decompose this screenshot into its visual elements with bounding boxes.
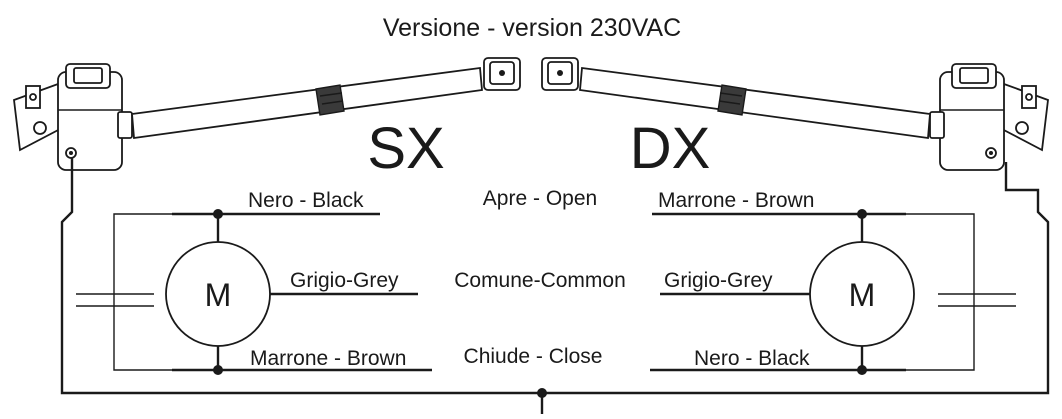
left-actuator — [13, 57, 521, 171]
right-bracket-hole — [1025, 93, 1033, 101]
function-label-common: Comune-Common — [454, 269, 626, 292]
left-wire-label-bottom: Marrone - Brown — [250, 347, 406, 370]
left-junction-top — [213, 209, 223, 219]
left-motor — [165, 241, 271, 347]
right-wire-label-bottom: Nero - Black — [694, 347, 810, 370]
left-wire-label-top: Nero - Black — [248, 189, 364, 212]
right-bracket-bolt — [1015, 121, 1029, 135]
side-label-left: SX — [367, 116, 444, 181]
right-motor — [809, 241, 915, 347]
right-motor-symbol: M — [849, 277, 876, 313]
left-actuator-clamp — [315, 84, 345, 116]
diagram-title: Versione - version 230VAC — [383, 14, 681, 42]
left-junction-bottom — [213, 365, 223, 375]
left-bracket-hole — [29, 93, 37, 101]
left-wire-label-common: Grigio-Grey — [290, 269, 399, 292]
right-actuator-cap-inner — [959, 67, 989, 84]
right-actuator-clamp — [717, 84, 747, 116]
left-actuator-cap-inner — [73, 67, 103, 84]
left-motor-symbol: M — [205, 277, 232, 313]
function-label-open: Apre - Open — [483, 187, 597, 210]
side-label-right: DX — [630, 116, 711, 181]
left-motor-circuit: M Nero - Black Grigio-Grey Marrone - Bro… — [76, 189, 432, 375]
left-actuator-neck — [117, 111, 133, 139]
right-wire-label-common: Grigio-Grey — [664, 269, 773, 292]
common-loop-wire — [60, 158, 1050, 395]
right-junction-top — [857, 209, 867, 219]
function-label-close: Chiude - Close — [464, 345, 603, 368]
left-actuator-tube — [131, 66, 483, 140]
right-wire-label-top: Marrone - Brown — [658, 189, 814, 212]
right-actuator-tube — [579, 66, 931, 140]
left-bracket-bolt — [33, 121, 47, 135]
right-motor-circuit: M Marrone - Brown Grigio-Grey Nero - Bla… — [650, 189, 1016, 375]
right-actuator-neck — [929, 111, 945, 139]
common-junction — [537, 388, 547, 398]
right-actuator — [541, 57, 1049, 171]
right-junction-bottom — [857, 365, 867, 375]
